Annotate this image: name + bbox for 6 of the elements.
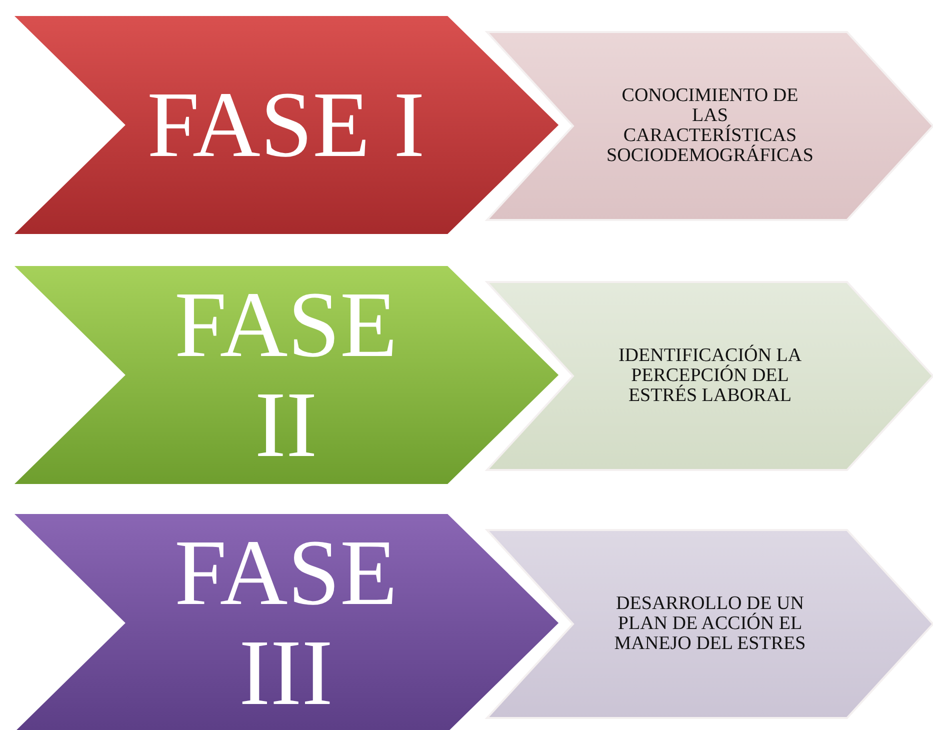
- phase-description: IDENTIFICACIÓN LA PERCEPCIÓN DEL ESTRÉS LABORAL: [617, 346, 803, 406]
- phase-description: CONOCIMIENTO DE LAS CARACTERÍSTICAS SOCIODEMOGRÁFICAS: [606, 86, 814, 166]
- phase-description: DESARROLLO DE UN PLAN DE ACCIÓN EL MANEJO DEL ESTRES: [613, 594, 807, 654]
- phase-title: FASE I: [146, 75, 426, 175]
- phase-title: FASE II: [174, 275, 398, 475]
- phase-title: FASE III: [174, 523, 398, 723]
